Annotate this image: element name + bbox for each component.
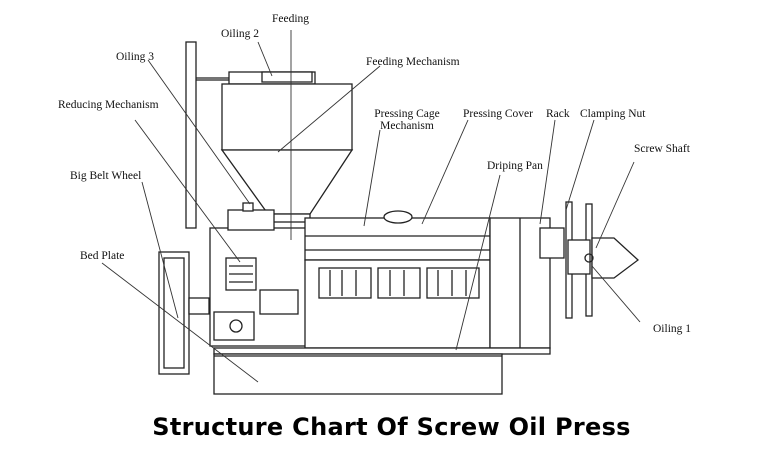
label-reducing-mechanism: Reducing Mechanism: [58, 99, 159, 111]
label-pressing-cage-line2: Mechanism: [380, 120, 434, 132]
label-pressing-cage-line1: Pressing Cage: [374, 108, 440, 120]
label-bed-plate: Bed Plate: [80, 250, 125, 262]
pressing-body: [304, 210, 491, 349]
diagram-caption: Structure Chart Of Screw Oil Press: [152, 413, 631, 441]
hopper: [220, 71, 354, 223]
reducing-mechanism: [209, 202, 309, 347]
label-rack: Rack: [546, 108, 570, 120]
label-pressing-cage-mechanism: Pressing Cage Mechanism: [372, 108, 442, 132]
label-feeding-mechanism: Feeding Mechanism: [366, 56, 460, 68]
label-feeding: Feeding: [272, 13, 310, 25]
clamping-nut: [565, 201, 593, 319]
bed-plate: [213, 347, 551, 395]
label-driping-pan: Driping Pan: [487, 160, 543, 172]
label-pressing-cover: Pressing Cover: [463, 108, 533, 120]
leader-lines: [101, 30, 641, 383]
label-oiling-1: Oiling 1: [653, 323, 692, 335]
label-oiling-3: Oiling 3: [116, 51, 155, 63]
rack: [489, 217, 565, 349]
label-big-belt-wheel: Big Belt Wheel: [70, 170, 142, 182]
label-clamping-nut: Clamping Nut: [580, 108, 646, 120]
label-screw-shaft: Screw Shaft: [634, 143, 690, 155]
screw-shaft: [584, 237, 640, 279]
frame-post: [185, 41, 232, 229]
big-belt-wheel: [158, 251, 210, 375]
label-oiling-2: Oiling 2: [221, 28, 260, 40]
